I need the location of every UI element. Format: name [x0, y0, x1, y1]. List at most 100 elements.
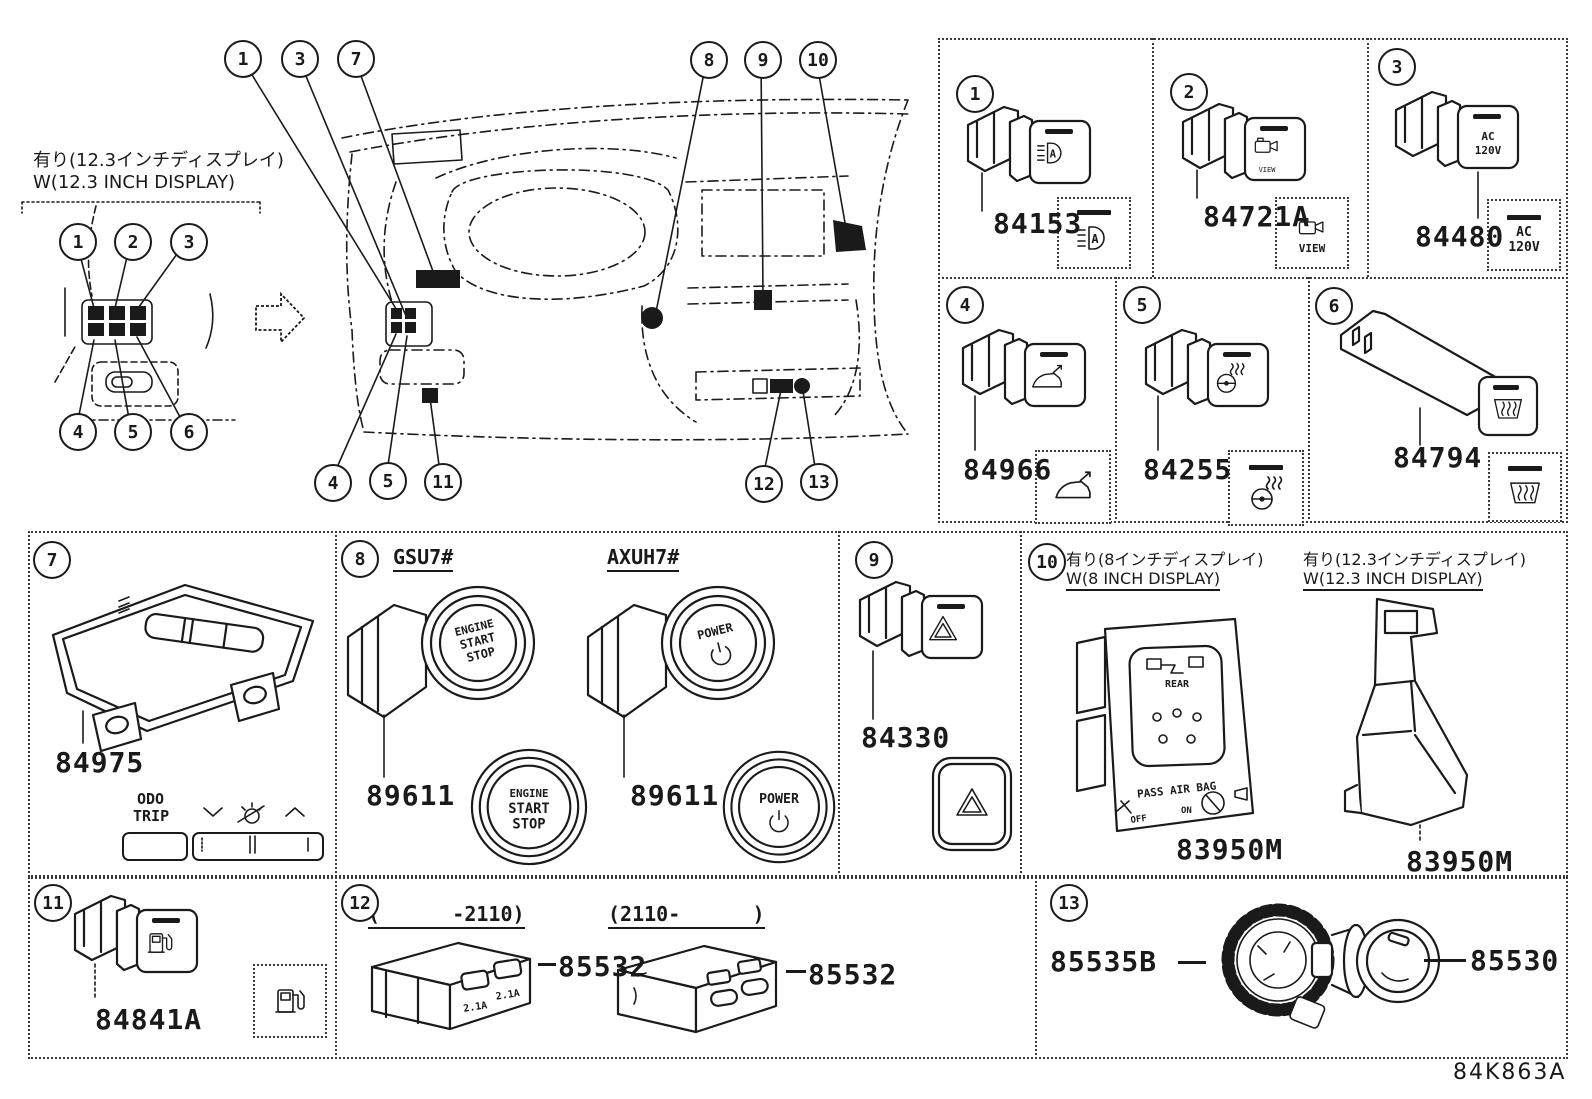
volt-face-label: 120V: [1475, 144, 1502, 157]
callout-num: 8: [354, 548, 366, 570]
view-face-label: VIEW: [1259, 166, 1277, 174]
arrow-right-icon: [255, 291, 306, 345]
fuel-door-icon: [272, 983, 308, 1019]
icon-box-auto-high-beam: [1057, 197, 1131, 269]
label-line: [786, 970, 806, 973]
callout-11: 11: [424, 463, 462, 501]
hazard-button-face: [931, 756, 1013, 852]
switch-83950M-123inch-drawing: [1343, 597, 1469, 844]
part-number: 85532: [808, 958, 898, 991]
volt-label: 120V: [1508, 240, 1540, 255]
display-note-jp: 有り(12.3インチディスプレイ): [33, 150, 284, 171]
switch-84841A-drawing: [73, 894, 199, 1001]
heated-steering-icon: [1248, 475, 1284, 511]
switch-84721A-drawing: VIEW: [1181, 102, 1307, 199]
inset-callout-3: 3: [170, 223, 208, 261]
switch-84330-drawing: [858, 580, 984, 720]
chevron-up-icon: [285, 807, 305, 817]
callout-num: 5: [127, 421, 139, 443]
icon-box-camera-view: VIEW: [1275, 197, 1349, 269]
stop-label: STOP: [512, 817, 545, 833]
part-number: 89611: [630, 779, 720, 812]
power-button: POWER: [722, 750, 836, 864]
callout-num: 13: [808, 471, 830, 493]
power-switch-axuh-drawing: POWER: [586, 585, 776, 778]
icon-box-ac-120v: AC 120V: [1487, 199, 1561, 271]
icon-box-fuel-door: [253, 964, 327, 1038]
callout-13: 13: [800, 463, 838, 501]
part-number: 84794: [1393, 441, 1483, 474]
start-switch-gsu-drawing: ENGINE START STOP: [346, 585, 536, 778]
callout-5: 5: [369, 462, 407, 500]
callout-num: 7: [46, 549, 58, 571]
callout-num: 9: [868, 549, 880, 571]
variant-right-jp: 有り(12.3インチディスプレイ): [1303, 550, 1526, 569]
cell1-callout: 1: [956, 75, 994, 113]
odo-trip-button: [122, 832, 188, 861]
start-label: START: [508, 801, 549, 817]
part-number: 84330: [861, 721, 951, 754]
production-range-left: ( -2110): [368, 902, 525, 929]
callout-num: 6: [1328, 295, 1340, 317]
engine-label: ENGINE: [509, 787, 548, 800]
dashboard-sketch: [21, 56, 909, 483]
part-number: 84975: [55, 746, 145, 779]
cell2-callout: 2: [1170, 73, 1208, 111]
off-label: OFF: [1130, 814, 1147, 826]
inset-callout-4: 4: [59, 413, 97, 451]
cell3-callout: 3: [1378, 48, 1416, 86]
callout-num: 1: [969, 83, 981, 105]
icon-box-defroster: [1488, 452, 1562, 522]
display-note-en: W(12.3 INCH DISPLAY): [33, 172, 236, 193]
grid-line: [1035, 877, 1037, 1055]
grid-line: [1115, 277, 1117, 519]
switch-83950M-8inch-drawing: REAR PASS AIR BAG OFF ON: [1075, 617, 1255, 833]
power-outlet-85530-drawing: [1310, 918, 1441, 1004]
cell11-callout: 11: [34, 884, 72, 922]
part-number: 84841A: [95, 1003, 203, 1036]
part-number: 85530: [1470, 944, 1560, 977]
dimmer-button: [192, 832, 324, 861]
on-label: ON: [1181, 806, 1192, 816]
grid-line: [1308, 277, 1310, 519]
icon-box-liftgate: [1035, 450, 1111, 524]
loc-power-outlet: [794, 378, 810, 394]
cell12-callout: 12: [341, 884, 379, 922]
callout-num: 5: [1136, 294, 1148, 316]
callout-num: 9: [757, 49, 769, 71]
callout-num: 2: [1183, 81, 1195, 103]
illumination-bar: [1077, 210, 1111, 215]
callout-num: 2: [127, 231, 139, 253]
variant-left-jp: 有り(8インチディスプレイ): [1066, 550, 1264, 569]
callout-num: 12: [753, 473, 775, 495]
model-code-left: GSU7#: [393, 545, 454, 572]
callout-num: 4: [959, 294, 971, 316]
loc-start-switch: [641, 307, 663, 329]
callout-num: 3: [183, 231, 195, 253]
part-number: 84480: [1415, 220, 1505, 253]
liftgate-icon: [1054, 468, 1092, 506]
grid-line: [938, 277, 1564, 279]
part-number: 84153: [993, 207, 1083, 240]
trip-label: TRIP: [133, 807, 170, 825]
variant-right-en: W(12.3 INCH DISPLAY): [1303, 569, 1483, 591]
illumination-bar: [1507, 215, 1541, 220]
loc-hazard-switch: [754, 290, 772, 310]
ac-label: AC: [1516, 225, 1532, 240]
switch-84255-drawing: [1144, 328, 1270, 451]
inset-callout-6: 6: [170, 413, 208, 451]
callout-8: 8: [690, 41, 728, 79]
label-line: [1178, 961, 1206, 964]
part-number: 83950M: [1406, 845, 1514, 878]
cell7-callout: 7: [33, 541, 71, 579]
loc-meter-bezel: [416, 270, 460, 288]
middle-band-border: [28, 531, 1568, 877]
amp-label: 2.1A: [495, 988, 521, 1003]
callout-1: 1: [224, 40, 262, 78]
callout-num: 4: [327, 472, 339, 494]
diagram-code: 84K863A: [1453, 1060, 1567, 1085]
power-label: POWER: [759, 792, 800, 807]
callout-12: 12: [745, 465, 783, 503]
odo-label: ODO: [137, 790, 165, 808]
part-number: 84966: [963, 453, 1053, 486]
